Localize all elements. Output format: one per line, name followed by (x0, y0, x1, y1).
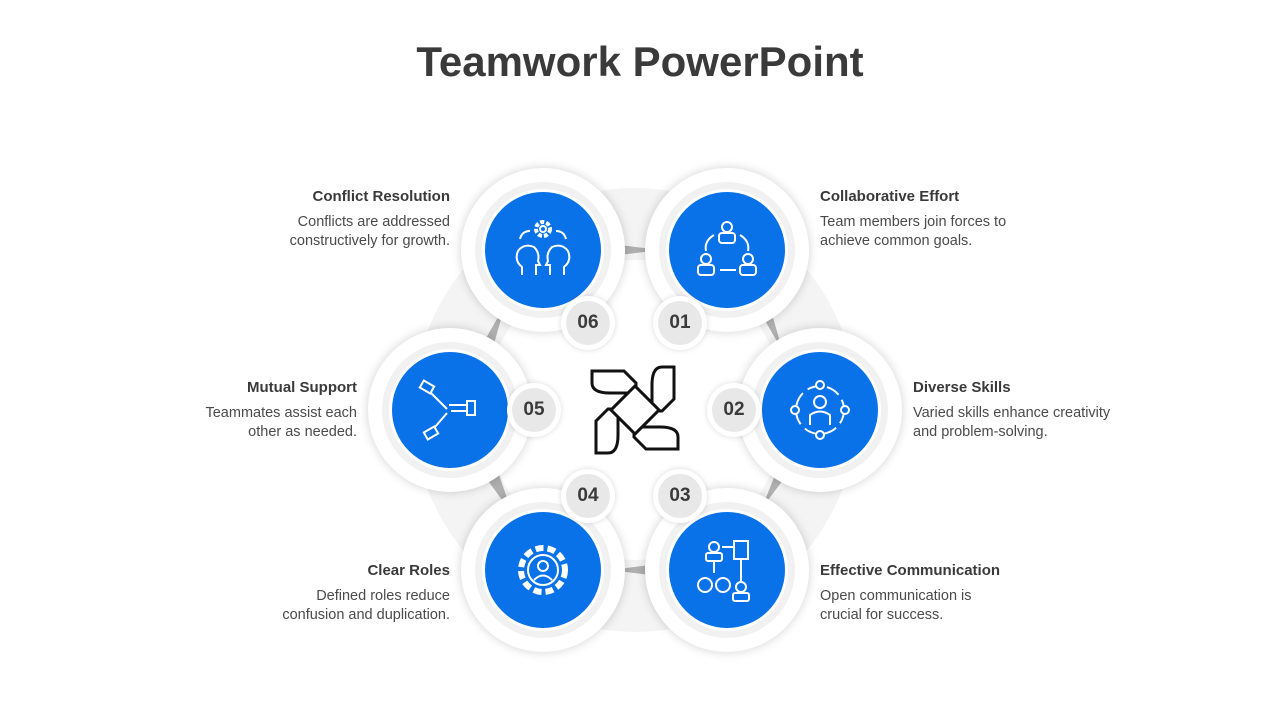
person-network-icon (759, 349, 881, 471)
communication-flow-icon (666, 509, 788, 631)
step-01-badge: 01 (653, 296, 707, 350)
step-05-badge: 05 (507, 383, 561, 437)
step-04-badge: 04 (561, 469, 615, 523)
hands-support-icon (389, 349, 511, 471)
step-06-badge: 06 (561, 296, 615, 350)
heads-gear-icon (482, 189, 604, 311)
step-03-badge: 03 (653, 469, 707, 523)
collaboration-cycle-icon (666, 189, 788, 311)
step-03-node (645, 488, 809, 652)
step-02-node (738, 328, 902, 492)
step-02-badge: 02 (707, 383, 761, 437)
hands-together-icon (590, 365, 680, 455)
slide-title: Teamwork PowerPoint (416, 38, 864, 85)
step-05-node (368, 328, 532, 492)
step-04-node (461, 488, 625, 652)
gear-person-icon (482, 509, 604, 631)
